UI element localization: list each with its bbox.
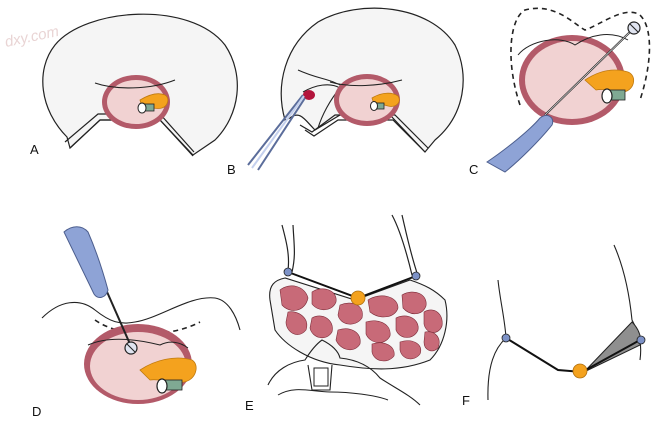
panel-b-forceps — [248, 95, 305, 170]
panel-label-c: C — [469, 162, 478, 177]
panel-e-knot — [351, 291, 365, 305]
panel-f-right-anchor — [637, 336, 645, 344]
panel-f-gray-wedge — [584, 322, 641, 372]
panel-label-b: B — [227, 162, 236, 177]
panel-f-left-anchor — [502, 334, 510, 342]
panel-f-knot — [573, 364, 587, 378]
panel-label-a: A — [30, 142, 39, 157]
panel-e: E — [245, 215, 447, 413]
panel-b: B — [227, 8, 463, 177]
panel-e-left-anchor — [284, 268, 292, 276]
panel-d-instrument-handle — [64, 227, 108, 298]
panel-e-right-anchor — [412, 272, 420, 280]
panel-label-d: D — [32, 404, 41, 419]
watermark: dxy.com — [3, 23, 60, 51]
panel-d: D — [32, 227, 240, 419]
panel-a: A — [30, 14, 237, 157]
panel-c: C — [469, 8, 649, 177]
panel-label-e: E — [245, 398, 254, 413]
panel-c-instrument-handle — [487, 116, 553, 172]
panel-label-f: F — [462, 393, 470, 408]
panel-f: F — [462, 245, 645, 408]
